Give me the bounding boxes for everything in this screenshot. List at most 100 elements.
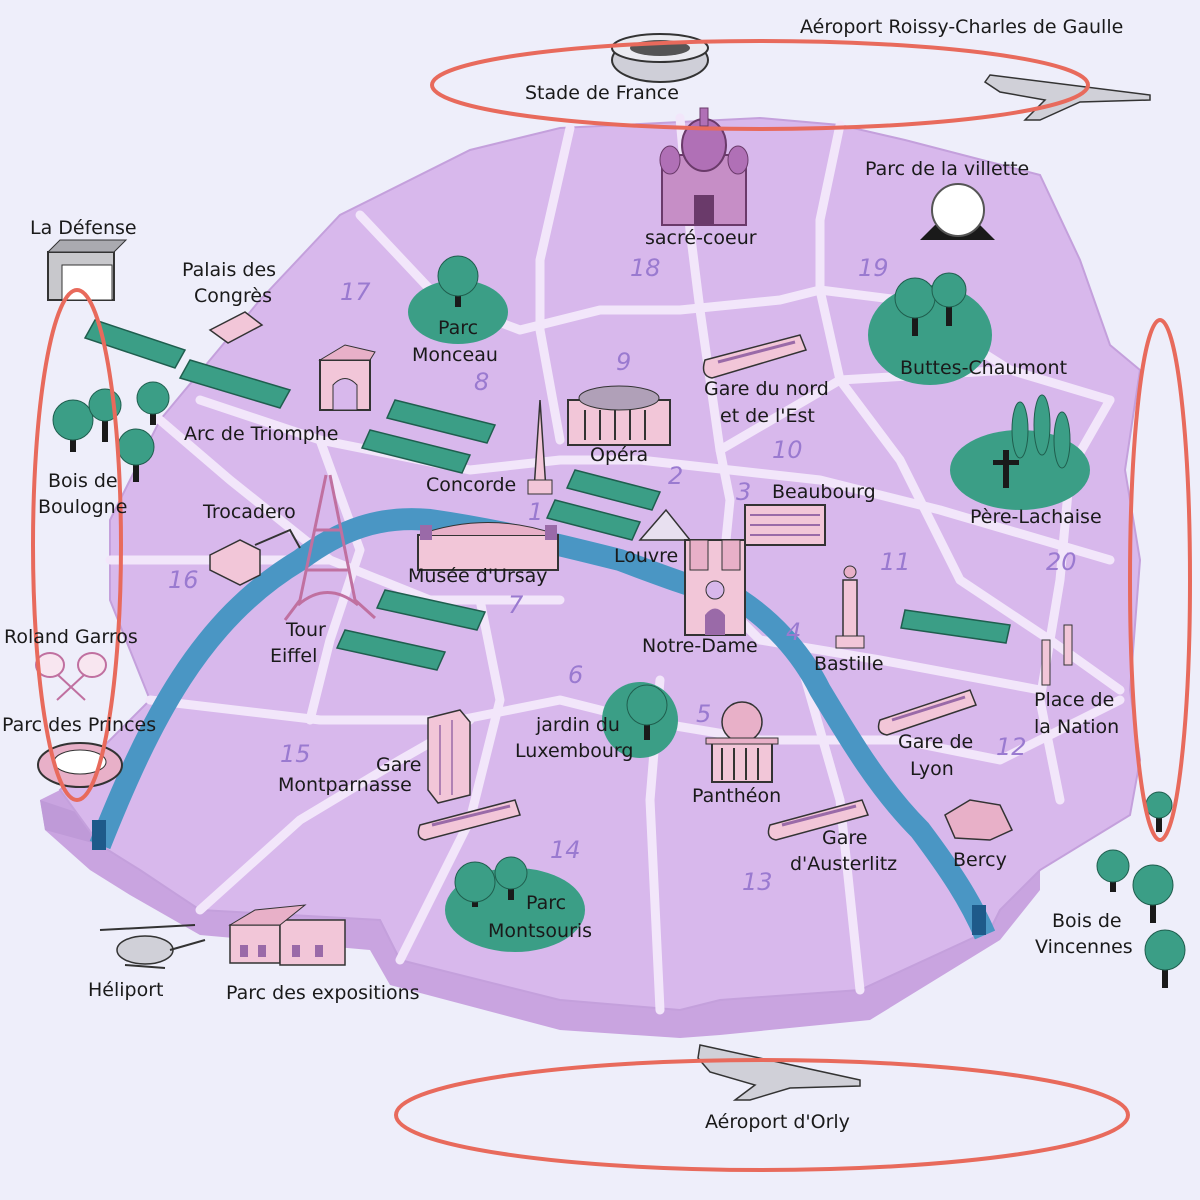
label-cdg: Aéroport Roissy-Charles de Gaulle bbox=[800, 16, 1123, 38]
nation-columns-icon bbox=[1041, 624, 1073, 686]
label-beaubourg: Beaubourg bbox=[772, 481, 876, 503]
highlight-north bbox=[430, 39, 1090, 131]
label-montsouris-2: Montsouris bbox=[488, 920, 592, 942]
tree-icon bbox=[437, 255, 479, 307]
label-louvre: Louvre bbox=[614, 545, 678, 567]
label-la-defense: La Défense bbox=[30, 217, 137, 239]
tree-icon bbox=[626, 684, 668, 740]
district-number: 6 bbox=[568, 661, 583, 689]
label-gare-nord-2: et de l'Est bbox=[720, 405, 815, 427]
trocadero-icon bbox=[209, 528, 301, 586]
landmark-labels: Aéroport Roissy-Charles de Gaulle Stade … bbox=[2, 16, 1133, 1133]
district-number: 18 bbox=[630, 254, 661, 282]
label-bois-boulogne-2: Boulogne bbox=[38, 496, 127, 518]
pere-lachaise-cross-icon bbox=[993, 450, 1019, 488]
label-bois-boulogne-1: Bois de bbox=[48, 470, 118, 492]
la-defense-icon bbox=[46, 239, 128, 301]
parc-expositions-icon bbox=[228, 904, 346, 966]
label-gare-lyon-1: Gare de bbox=[898, 731, 973, 753]
city-3d-side bbox=[40, 790, 1040, 1038]
district-number: 3 bbox=[736, 478, 751, 506]
parc-monceau-area bbox=[408, 280, 508, 344]
cypress-tree-icon bbox=[1011, 394, 1071, 469]
label-gare-austerlitz-1: Gare bbox=[822, 827, 867, 849]
trees bbox=[52, 255, 1186, 988]
label-luxembourg-1: jardin du bbox=[535, 714, 620, 736]
label-palais-congres-1: Palais des bbox=[182, 259, 276, 281]
label-buttes-chaumont: Buttes-Chaumont bbox=[900, 357, 1067, 379]
label-tour-eiffel-2: Eiffel bbox=[270, 645, 317, 667]
concorde-obelisk-icon bbox=[527, 399, 553, 495]
highlight-ellipses bbox=[31, 39, 1192, 1172]
bastille-column-icon bbox=[835, 565, 865, 649]
label-gare-austerlitz-2: d'Austerlitz bbox=[790, 853, 897, 875]
label-roland-garros: Roland Garros bbox=[4, 626, 138, 648]
airplane-icon bbox=[983, 74, 1151, 121]
seine-river bbox=[89, 508, 996, 940]
opera-icon bbox=[567, 385, 671, 446]
label-concorde: Concorde bbox=[426, 474, 516, 496]
district-number: 11 bbox=[880, 548, 911, 576]
louvre-pyramid-icon bbox=[638, 508, 692, 541]
bercy-icon bbox=[944, 799, 1014, 841]
label-trocadero: Trocadero bbox=[202, 501, 296, 523]
label-monceau-2: Monceau bbox=[412, 344, 498, 366]
district-number: 5 bbox=[696, 700, 711, 728]
label-monceau-1: Parc bbox=[438, 317, 478, 339]
district-number: 17 bbox=[340, 278, 371, 306]
label-tour-eiffel-1: Tour bbox=[285, 619, 326, 641]
district-number: 20 bbox=[1046, 548, 1077, 576]
label-sacre-coeur: sacré-coeur bbox=[645, 227, 757, 249]
highlight-east bbox=[1128, 318, 1192, 842]
label-pantheon: Panthéon bbox=[692, 785, 781, 807]
montparnasse-train-icon bbox=[417, 799, 521, 841]
beaubourg-icon bbox=[744, 504, 826, 546]
pantheon-icon bbox=[705, 701, 779, 783]
district-number: 13 bbox=[742, 868, 773, 896]
highlight-south bbox=[394, 1058, 1130, 1172]
musee-orsay-icon bbox=[417, 522, 559, 571]
notre-dame-icon bbox=[684, 539, 746, 636]
label-vincennes-1: Bois de bbox=[1052, 910, 1122, 932]
label-pere-lachaise: Père-Lachaise bbox=[970, 506, 1102, 528]
label-opera: Opéra bbox=[590, 444, 648, 466]
roland-garros-rackets-icon bbox=[35, 652, 107, 701]
label-vincennes-2: Vincennes bbox=[1035, 936, 1133, 958]
geode-icon bbox=[920, 183, 995, 240]
district-number: 14 bbox=[550, 836, 581, 864]
label-parc-princes: Parc des Princes bbox=[2, 714, 156, 736]
highlight-west bbox=[31, 288, 123, 802]
label-orly: Aéroport d'Orly bbox=[705, 1111, 850, 1133]
label-arc-triomphe: Arc de Triomphe bbox=[184, 423, 339, 445]
label-gare-nord-1: Gare du nord bbox=[704, 378, 829, 400]
district-numbers: 1 2 3 4 5 6 7 8 9 10 11 12 13 14 15 16 1… bbox=[168, 254, 1077, 896]
gare-du-nord-train-icon bbox=[702, 334, 808, 379]
label-villette: Parc de la villette bbox=[865, 158, 1029, 180]
label-luxembourg-2: Luxembourg bbox=[515, 740, 633, 762]
label-stade: Stade de France bbox=[525, 82, 679, 104]
label-gare-montparnasse-2: Montparnasse bbox=[278, 774, 412, 796]
sacre-coeur-icon bbox=[659, 107, 749, 226]
district-number: 19 bbox=[858, 254, 889, 282]
austerlitz-train-icon bbox=[767, 799, 870, 841]
label-montsouris-1: Parc bbox=[526, 892, 566, 914]
label-nation-2: la Nation bbox=[1034, 716, 1119, 738]
tree-icon bbox=[894, 272, 967, 336]
label-musee-orsay: Musée d'Ursay bbox=[408, 565, 548, 587]
district-number: 8 bbox=[474, 368, 489, 396]
gare-de-lyon-train-icon bbox=[877, 689, 977, 736]
district-number: 2 bbox=[668, 462, 683, 490]
label-bastille: Bastille bbox=[814, 653, 884, 675]
label-parc-expositions: Parc des expositions bbox=[226, 982, 420, 1004]
label-gare-montparnasse-1: Gare bbox=[376, 754, 421, 776]
label-gare-lyon-2: Lyon bbox=[910, 758, 954, 780]
arc-de-triomphe-icon bbox=[318, 344, 376, 411]
eiffel-tower-icon bbox=[283, 474, 377, 621]
label-nation-1: Place de bbox=[1034, 689, 1114, 711]
tree-icon bbox=[454, 856, 528, 907]
district-number: 16 bbox=[168, 566, 199, 594]
tree-icon bbox=[1096, 791, 1186, 988]
label-heliport: Héliport bbox=[88, 979, 163, 1001]
